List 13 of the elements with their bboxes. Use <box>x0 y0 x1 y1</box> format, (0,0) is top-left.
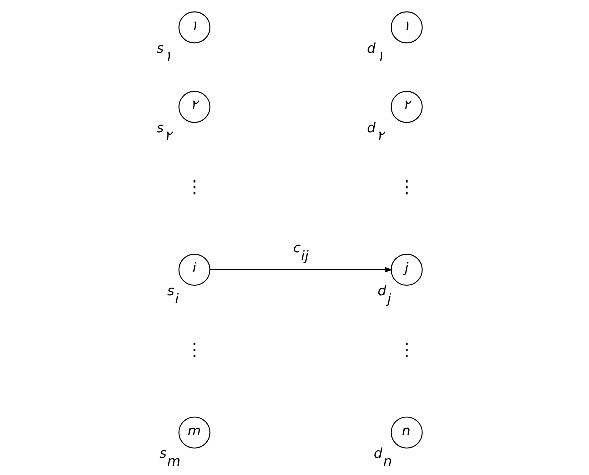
node-circle: n <box>390 416 422 449</box>
arrow <box>209 267 392 273</box>
node-circle: ١ <box>178 12 210 44</box>
node-circle: m <box>178 416 210 449</box>
node-circle: j <box>390 254 422 286</box>
label: ⋮ <box>185 178 203 198</box>
node-circle: ٢ <box>390 91 422 124</box>
node-circle: ٢ <box>178 91 210 124</box>
node-circle: i <box>178 254 210 286</box>
label: ⋮ <box>398 340 416 361</box>
label: ⋮ <box>398 178 416 198</box>
node-circle: ١ <box>390 12 422 44</box>
label: ⋮ <box>185 340 203 361</box>
